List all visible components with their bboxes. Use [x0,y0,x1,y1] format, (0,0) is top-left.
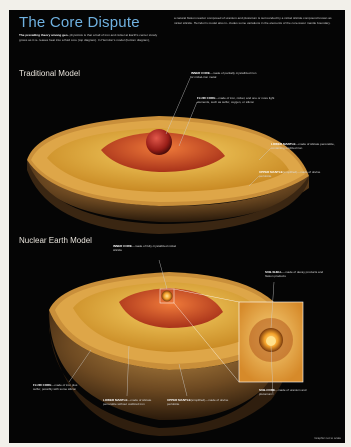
intro-lead: The prevailing theory among geo- [19,33,69,37]
traditional-model-heading: Traditional Model [19,69,80,78]
traditional-inner-core [146,129,172,155]
traditional-upper-mantle-label: UPPER MANTLE(simplified)—made of olivine… [259,170,329,178]
nuclear-sub-core [266,336,276,346]
nuclear-model-heading: Nuclear Earth Model [19,236,92,245]
nuclear-inner-core-label: INNER CORE—made of fully crystallized ni… [113,244,177,252]
nuclear-sub-shell-label: SUB-SHELL—made of decay products and fis… [265,270,331,278]
graphic-credit: Graphic not to scale [314,436,341,440]
nuclear-model-cutaway [49,260,303,436]
intro-left: The prevailing theory among geo- physici… [19,33,164,42]
nuclear-inner-core [162,291,173,302]
traditional-lower-mantle-label: LOWER MANTLE—made of silicate perovskite… [271,142,341,150]
nuclear-fluid-core-label: FLUID CORE—made of iron plus sulfur, pos… [33,383,85,391]
intro-right: a natural fission reactor composed of ur… [174,16,339,25]
nuclear-lower-mantle-label: LOWER MANTLE—made of silicate perovskite… [103,398,161,406]
nuclear-sub-core-label: SUB-CORE—made of uranium and plutonium [259,388,313,396]
traditional-fluid-core-label: FLUID CORE—made of iron, nickel, and one… [197,96,275,104]
nuclear-upper-mantle-label: UPPER MANTLE(simplified)—made of olivine… [167,398,229,406]
traditional-inner-core-label: INNER CORE—made of partially crystallize… [191,71,257,79]
page-title: The Core Dispute [19,14,140,31]
magazine-page: The Core Dispute The prevailing theory a… [9,10,345,443]
